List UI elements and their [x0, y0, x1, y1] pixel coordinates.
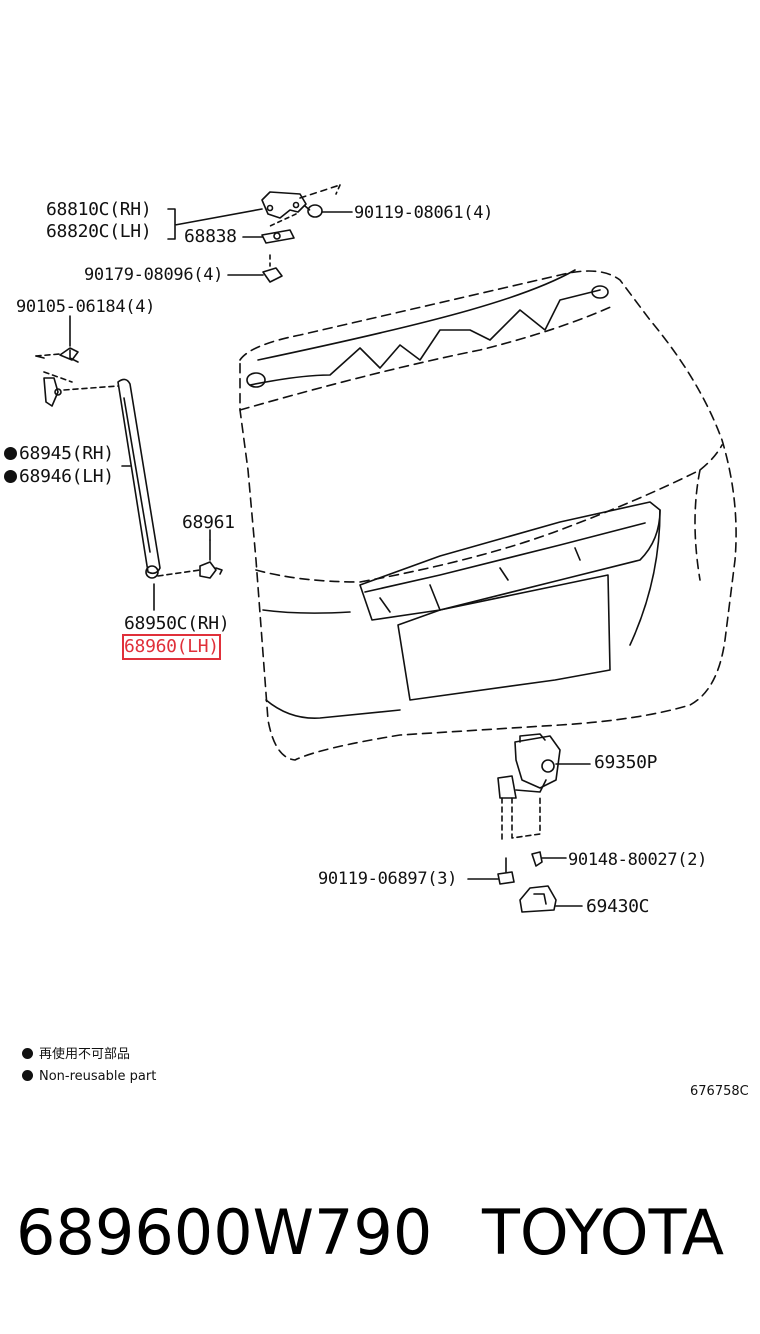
license-recess — [397, 574, 611, 701]
footer-part-number: 689600W790 — [16, 1196, 433, 1269]
legend-bullet — [22, 1070, 33, 1081]
label-68950c[interactable]: 68950C(RH) — [124, 613, 230, 634]
bolt-90119-08061 — [307, 204, 323, 218]
stay-damper — [117, 378, 161, 575]
label-90179-08096[interactable]: 90179-08096(4) — [84, 265, 224, 285]
nut-90179-08096 — [262, 267, 283, 283]
label-68946[interactable]: 68946(LH) — [4, 466, 114, 488]
label-68820c[interactable]: 68820C(LH) — [46, 221, 152, 242]
label-68960-highlighted[interactable]: 68960(LH) — [122, 634, 221, 660]
license-garnish — [359, 501, 661, 621]
bolt-90119-06897 — [497, 871, 515, 885]
label-69430c[interactable]: 69430C — [586, 896, 650, 917]
legend-zh: 再使用不可部品 — [22, 1045, 130, 1065]
tailgate-outline — [239, 270, 737, 761]
label-90148-80027[interactable]: 90148-80027(2) — [568, 850, 708, 870]
bolt-90148-80027 — [531, 851, 543, 867]
label-69350p[interactable]: 69350P — [594, 752, 658, 773]
label-68838[interactable]: 68838 — [184, 226, 237, 247]
spoiler-band — [239, 304, 616, 411]
bracket-68945 — [43, 377, 59, 407]
label-68945[interactable]: 68945(RH) — [4, 443, 114, 465]
hinge-68810c — [261, 191, 307, 219]
legend-en: Non-reusable part — [22, 1067, 156, 1087]
footer-brand: TOYOTA — [482, 1196, 725, 1269]
label-68945-text: 68945(RH) — [19, 443, 114, 464]
plate-68838 — [261, 229, 295, 244]
label-90119-06897[interactable]: 90119-06897(3) — [318, 869, 458, 889]
striker-69430c — [519, 885, 557, 913]
diagram-ref-code: 676758C — [690, 1084, 749, 1099]
label-90119-08061[interactable]: 90119-08061(4) — [354, 203, 494, 223]
label-68810c[interactable]: 68810C(RH) — [46, 199, 152, 220]
legend-bullet — [22, 1048, 33, 1059]
legend-zh-text: 再使用不可部品 — [39, 1047, 131, 1062]
label-68946-text: 68946(LH) — [19, 466, 114, 487]
legend-en-text: Non-reusable part — [39, 1069, 157, 1084]
non-reusable-bullet — [4, 447, 17, 460]
lock-69350p — [514, 735, 561, 789]
ball-joint-68961 — [199, 561, 217, 579]
non-reusable-bullet — [4, 470, 17, 483]
label-68961[interactable]: 68961 — [182, 512, 235, 533]
label-90105-06184[interactable]: 90105-06184(4) — [16, 297, 156, 317]
